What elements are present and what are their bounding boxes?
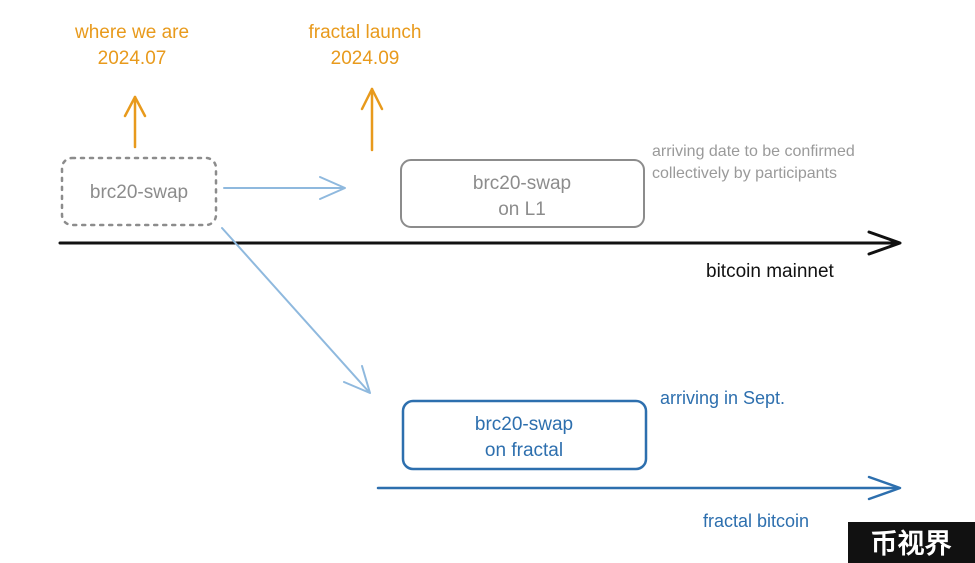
- milestone-label: fractal launch: [308, 22, 421, 43]
- fractal-box-line1: brc20-swap: [475, 414, 573, 435]
- l1-brc20-swap-box: brc20-swap on L1: [400, 159, 645, 228]
- milestone-date: 2024.09: [331, 48, 400, 69]
- fractal-box-outline: [401, 399, 648, 471]
- fractal-timeline: fractal bitcoin: [376, 475, 902, 531]
- arrowhead-icon: [867, 230, 902, 256]
- fractal-timeline-label: fractal bitcoin: [703, 511, 809, 531]
- milestone-date: 2024.07: [98, 48, 167, 69]
- watermark-logo: 币视界: [848, 522, 975, 563]
- l1-note-line2: collectively by participants: [652, 165, 837, 182]
- milestone-where-we-are: where we are 2024.07: [74, 22, 189, 149]
- right-arrow-icon: [223, 176, 346, 200]
- arrowhead-icon: [867, 475, 902, 501]
- dashed-box-outline: [60, 156, 218, 227]
- milestone-fractal-launch: fractal launch 2024.09: [308, 22, 422, 152]
- fractal-box-line2: on fractal: [485, 440, 563, 461]
- fractal-brc20-swap-box: brc20-swap on fractal: [401, 399, 648, 471]
- current-brc20-swap-box: brc20-swap: [60, 156, 218, 227]
- watermark-text: 币视界: [871, 529, 952, 559]
- mainnet-label: bitcoin mainnet: [706, 261, 835, 282]
- watermark-background: [848, 522, 975, 563]
- l1-note-line1: arriving date to be confirmed: [652, 143, 855, 160]
- l1-box-line2: on L1: [498, 199, 546, 220]
- fractal-arrival-note: arriving in Sept.: [660, 388, 785, 408]
- milestone-label: where we are: [74, 22, 189, 43]
- l1-box-line1: brc20-swap: [473, 173, 571, 194]
- diagonal-arrow-icon: [221, 227, 371, 394]
- up-arrow-icon: [123, 95, 147, 149]
- l1-arrival-note: arriving date to be confirmed collective…: [652, 143, 855, 182]
- l1-box-outline: [400, 159, 645, 228]
- mainnet-timeline: bitcoin mainnet: [58, 230, 902, 282]
- up-arrow-icon: [360, 87, 384, 152]
- current-box-label: brc20-swap: [90, 182, 188, 203]
